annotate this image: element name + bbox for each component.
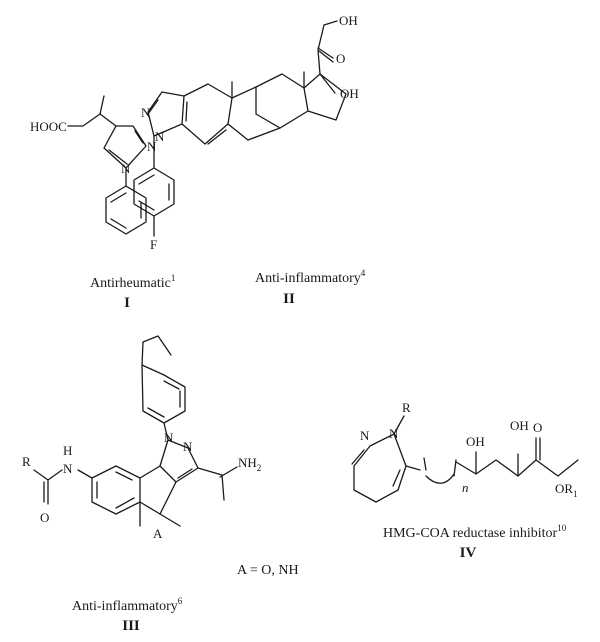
- compound-iv-n-sub-label: n: [462, 480, 469, 495]
- compound-iv-caption: HMG-COA reductase inhibitor10: [383, 523, 567, 541]
- compound-iii-r-label: R: [22, 454, 31, 469]
- compound-iv-oh2-label: OH: [510, 418, 529, 433]
- compound-iii-caption: Anti-inflammatory6: [72, 596, 183, 614]
- compound-iii-a-label: A: [153, 526, 163, 541]
- compound-iii: R H N O N N NH2 A A = O, NH Anti-inflamm…: [22, 335, 299, 634]
- compound-ii-caption: Anti-inflammatory4: [255, 268, 366, 286]
- compound-i-n1-label: N: [121, 161, 131, 176]
- compound-iii-n1-label: N: [164, 430, 174, 445]
- compound-i-bonds: [67, 95, 147, 235]
- compound-i-n2-label: N: [147, 139, 157, 154]
- compound-iv-r-label: R: [402, 400, 411, 415]
- compound-i: HOOC N N Antirheumatic1 I: [30, 95, 175, 311]
- compound-ii-fluoro-label: F: [150, 237, 157, 252]
- compound-iv-oxo-label: O: [533, 420, 542, 435]
- compound-ii-oh-top-label: OH: [339, 13, 358, 28]
- compound-iv: R N N n OH OH O OR1 HMG-COA reductase in…: [351, 400, 579, 561]
- compound-iii-n2-label: N: [183, 439, 193, 454]
- compound-iii-note: A = O, NH: [237, 563, 299, 578]
- compound-ii-oh-c17-label: OH: [340, 86, 359, 101]
- compound-iii-bonds: [33, 335, 238, 527]
- compound-iv-bonds: [351, 415, 579, 503]
- compound-iv-oh1-label: OH: [466, 434, 485, 449]
- compound-iii-oxo-label: O: [40, 510, 49, 525]
- compound-iv-n2-label: N: [389, 426, 399, 441]
- compound-ii-bonds: [133, 20, 347, 237]
- compound-ii-oxo-label: O: [336, 51, 345, 66]
- compound-iii-numeral: III: [122, 618, 140, 634]
- compound-iii-nh-n-label: N: [63, 461, 73, 476]
- compound-iii-amide-label: NH2: [238, 455, 261, 473]
- compound-i-numeral: I: [124, 295, 130, 311]
- compound-iv-numeral: IV: [460, 545, 477, 561]
- compound-i-caption: Antirheumatic1: [90, 273, 175, 291]
- compound-ii: OH O OH N N F Anti-inflammatory4 II: [133, 13, 366, 307]
- compound-i-acid-label: HOOC: [30, 119, 67, 134]
- compound-iv-or-label: OR1: [555, 481, 578, 499]
- compound-iv-n1-label: N: [360, 428, 370, 443]
- compound-iii-nh-h-label: H: [63, 443, 72, 458]
- compound-ii-n2-label: N: [155, 129, 165, 144]
- compound-ii-numeral: II: [283, 291, 295, 307]
- compound-ii-n1-label: N: [141, 105, 151, 120]
